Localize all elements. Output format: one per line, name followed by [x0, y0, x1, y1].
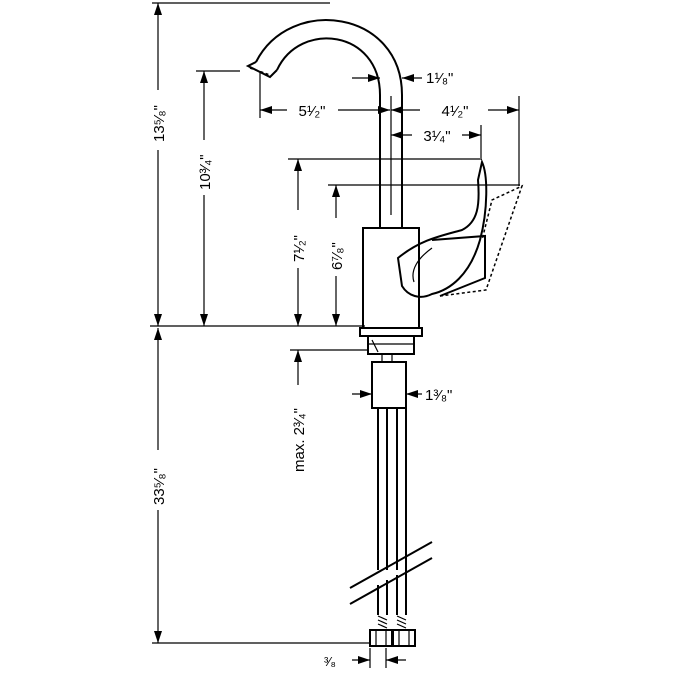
dim-max-deck-thickness: max. 2³⁄₄"	[290, 349, 368, 472]
dim-hose-length-label: 33⁵⁄₈"	[151, 468, 168, 505]
faucet-handle	[396, 158, 524, 298]
dim-spout-diameter-label: 1¹⁄₈"	[426, 70, 453, 87]
dim-spout-reach: 5¹⁄₂"	[259, 72, 390, 120]
faucet-body	[359, 227, 423, 363]
dim-shank-diameter-label: 1³⁄₈"	[425, 387, 452, 404]
dim-handle-reach: 3¹⁄₄"	[391, 125, 482, 160]
supply-shank	[371, 361, 407, 409]
dim-connection-size: ³⁄₈	[324, 648, 406, 669]
dim-handle-reach-max: 4¹⁄₂"	[391, 96, 520, 186]
dim-spout-reach-label: 5¹⁄₂"	[299, 103, 326, 120]
dim-shank-diameter: 1³⁄₈"	[352, 387, 452, 404]
dim-handle-height-label: 6⁷⁄₈"	[329, 242, 346, 270]
dim-handle-height: 6⁷⁄₈"	[328, 184, 520, 326]
dim-connection-size-label: ³⁄₈	[324, 654, 336, 669]
dim-hose-length: 33⁵⁄₈"	[151, 328, 370, 644]
dim-overall-height: 13⁵⁄₈"	[151, 2, 330, 326]
faucet-spout	[245, 19, 403, 228]
dim-spout-height-label: 10³⁄₄"	[197, 154, 214, 190]
dim-handle-height-max: 7¹⁄₂"	[288, 158, 480, 326]
dim-spout-diameter: 1¹⁄₈"	[352, 70, 453, 87]
dim-handle-height-max-label: 7¹⁄₂"	[291, 235, 308, 262]
dim-spout-height: 10³⁄₄"	[196, 70, 240, 326]
dim-handle-reach-max-label: 4¹⁄₂"	[442, 103, 469, 120]
dim-overall-height-label: 13⁵⁄₈"	[151, 105, 168, 142]
supply-hoses	[349, 408, 433, 647]
dim-handle-reach-label: 3¹⁄₄"	[423, 128, 450, 145]
dim-max-deck-thickness-label: max. 2³⁄₄"	[291, 408, 308, 472]
